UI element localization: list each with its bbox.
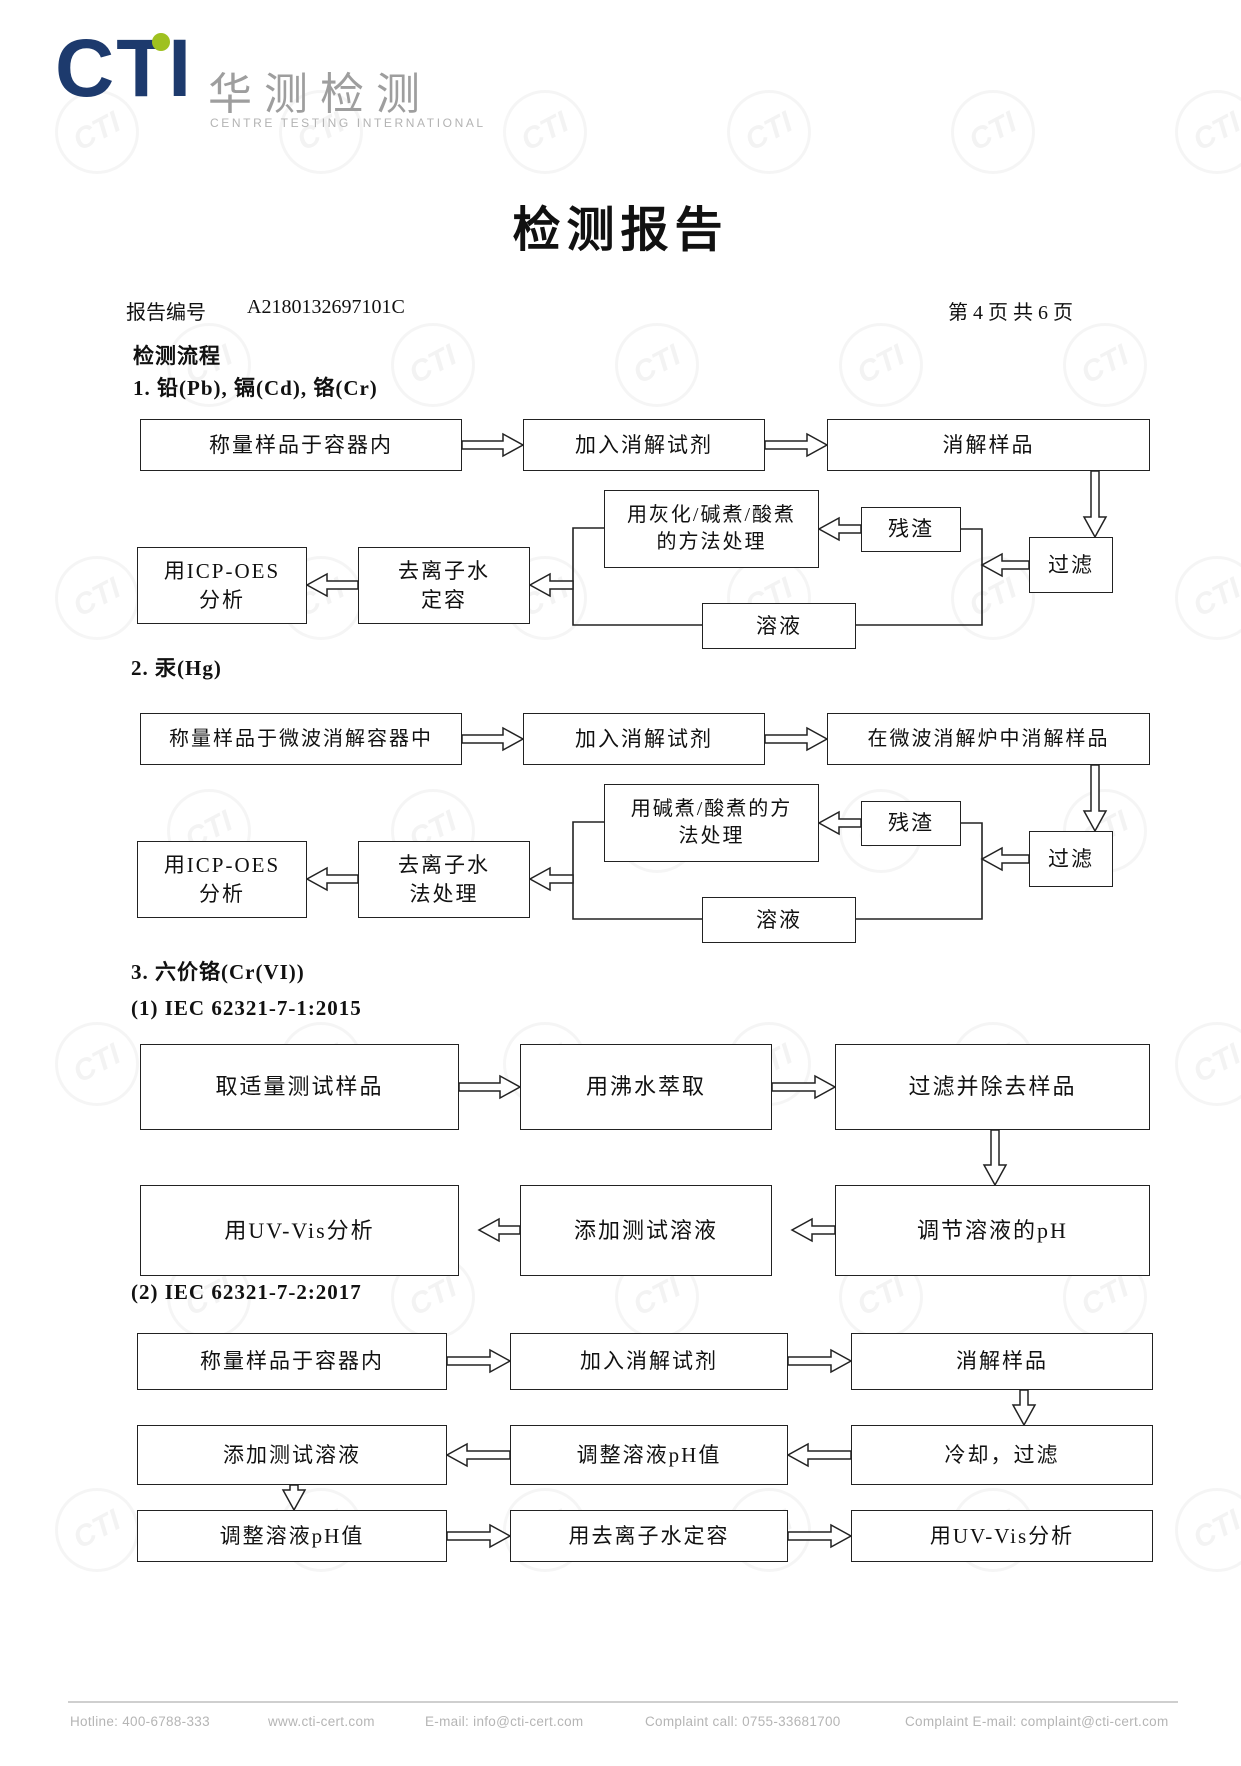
flow-node: 取适量测试样品: [140, 1044, 459, 1130]
flow-node: 称量样品于容器内: [140, 419, 462, 471]
flow-node: 去离子水 法处理: [358, 841, 530, 918]
flow-node: 在微波消解炉中消解样品: [827, 713, 1150, 765]
flow-node: 用去离子水定容: [510, 1510, 788, 1562]
flow-node: 去离子水 定容: [358, 547, 530, 624]
footer-hotline: Hotline: 400-6788-333: [70, 1714, 210, 1729]
flow-node: 加入消解试剂: [523, 419, 765, 471]
flow-node: 调节溶液的pH: [835, 1185, 1150, 1276]
flowchart-hg: 称量样品于微波消解容器中 加入消解试剂 在微波消解炉中消解样品 用碱煮/酸煮的方…: [0, 709, 1241, 954]
flow-node: 用沸水萃取: [520, 1044, 772, 1130]
flow-node: 用碱煮/酸煮的方 法处理: [604, 784, 819, 862]
process-title: 检测流程: [133, 344, 221, 368]
flowchart-2-connectors: [305, 726, 1108, 920]
flow-node: 用灰化/碱煮/酸煮 的方法处理: [604, 490, 819, 568]
page-indicator: 第 4 页 共 6 页: [948, 302, 1073, 324]
cti-logo: CTI: [55, 23, 194, 114]
flow-node: 溶液: [702, 897, 856, 943]
flow-node: 过滤: [1029, 831, 1113, 887]
cti-logo-chinese: 华测检测: [208, 70, 432, 119]
flow-node: 用UV-Vis分析: [851, 1510, 1153, 1562]
section-3-2-heading: (2) IEC 62321-7-2:2017: [131, 1280, 362, 1304]
footer-complaint-email: Complaint E-mail: complaint@cti-cert.com: [905, 1714, 1169, 1729]
section-1-heading: 1. 铅(Pb), 镉(Cd), 铬(Cr): [133, 376, 378, 400]
flowchart-3a-connectors: [458, 1074, 1008, 1243]
flowchart-crvi-2: 称量样品于容器内 加入消解试剂 消解样品 添加测试溶液 调整溶液pH值 冷却，过…: [0, 1330, 1241, 1570]
report-number-value: A2180132697101C: [247, 296, 405, 318]
page-title: 检测报告: [512, 204, 729, 257]
cti-logo-dot-icon: [152, 33, 170, 51]
flow-node: 溶液: [702, 603, 856, 649]
section-3-1-heading: (1) IEC 62321-7-1:2015: [131, 996, 362, 1020]
flow-node: 添加测试溶液: [137, 1425, 447, 1485]
footer-complaint-call: Complaint call: 0755-33681700: [645, 1714, 841, 1729]
cti-logo-subtitle: CENTRE TESTING INTERNATIONAL: [210, 116, 486, 130]
flow-node: 残渣: [861, 801, 961, 846]
flow-node: 调整溶液pH值: [510, 1425, 788, 1485]
footer-email: E-mail: info@cti-cert.com: [425, 1714, 584, 1729]
section-3-heading: 3. 六价铬(Cr(VI)): [131, 960, 305, 984]
flow-node: 添加测试溶液: [520, 1185, 772, 1276]
footer-website: www.cti-cert.com: [268, 1714, 375, 1729]
section-2-heading: 2. 汞(Hg): [131, 656, 222, 680]
flow-node: 残渣: [861, 507, 961, 552]
footer-divider: [68, 1701, 1178, 1703]
flow-node: 调整溶液pH值: [137, 1510, 447, 1562]
flow-node: 用ICP-OES 分析: [137, 547, 307, 624]
flow-node: 用ICP-OES 分析: [137, 841, 307, 918]
flow-node: 消解样品: [827, 419, 1150, 471]
flow-node: 加入消解试剂: [510, 1333, 788, 1390]
report-number-label: 报告编号: [126, 302, 206, 324]
flow-node: 过滤: [1029, 537, 1113, 593]
flow-node: 用UV-Vis分析: [140, 1185, 459, 1276]
flow-node: 加入消解试剂: [523, 713, 765, 765]
flowchart-pb-cd-cr: 称量样品于容器内 加入消解试剂 消解样品 用灰化/碱煮/酸煮 的方法处理 残渣 …: [0, 415, 1241, 660]
flow-node: 称量样品于容器内: [137, 1333, 447, 1390]
flow-node: 过滤并除去样品: [835, 1044, 1150, 1130]
flow-node: 称量样品于微波消解容器中: [140, 713, 462, 765]
flow-node: 消解样品: [851, 1333, 1153, 1390]
flowchart-crvi-1: 取适量测试样品 用沸水萃取 过滤并除去样品 用UV-Vis分析 添加测试溶液 调…: [0, 1040, 1241, 1280]
flowchart-3b-connectors: [281, 1348, 1037, 1549]
flow-node: 冷却，过滤: [851, 1425, 1153, 1485]
